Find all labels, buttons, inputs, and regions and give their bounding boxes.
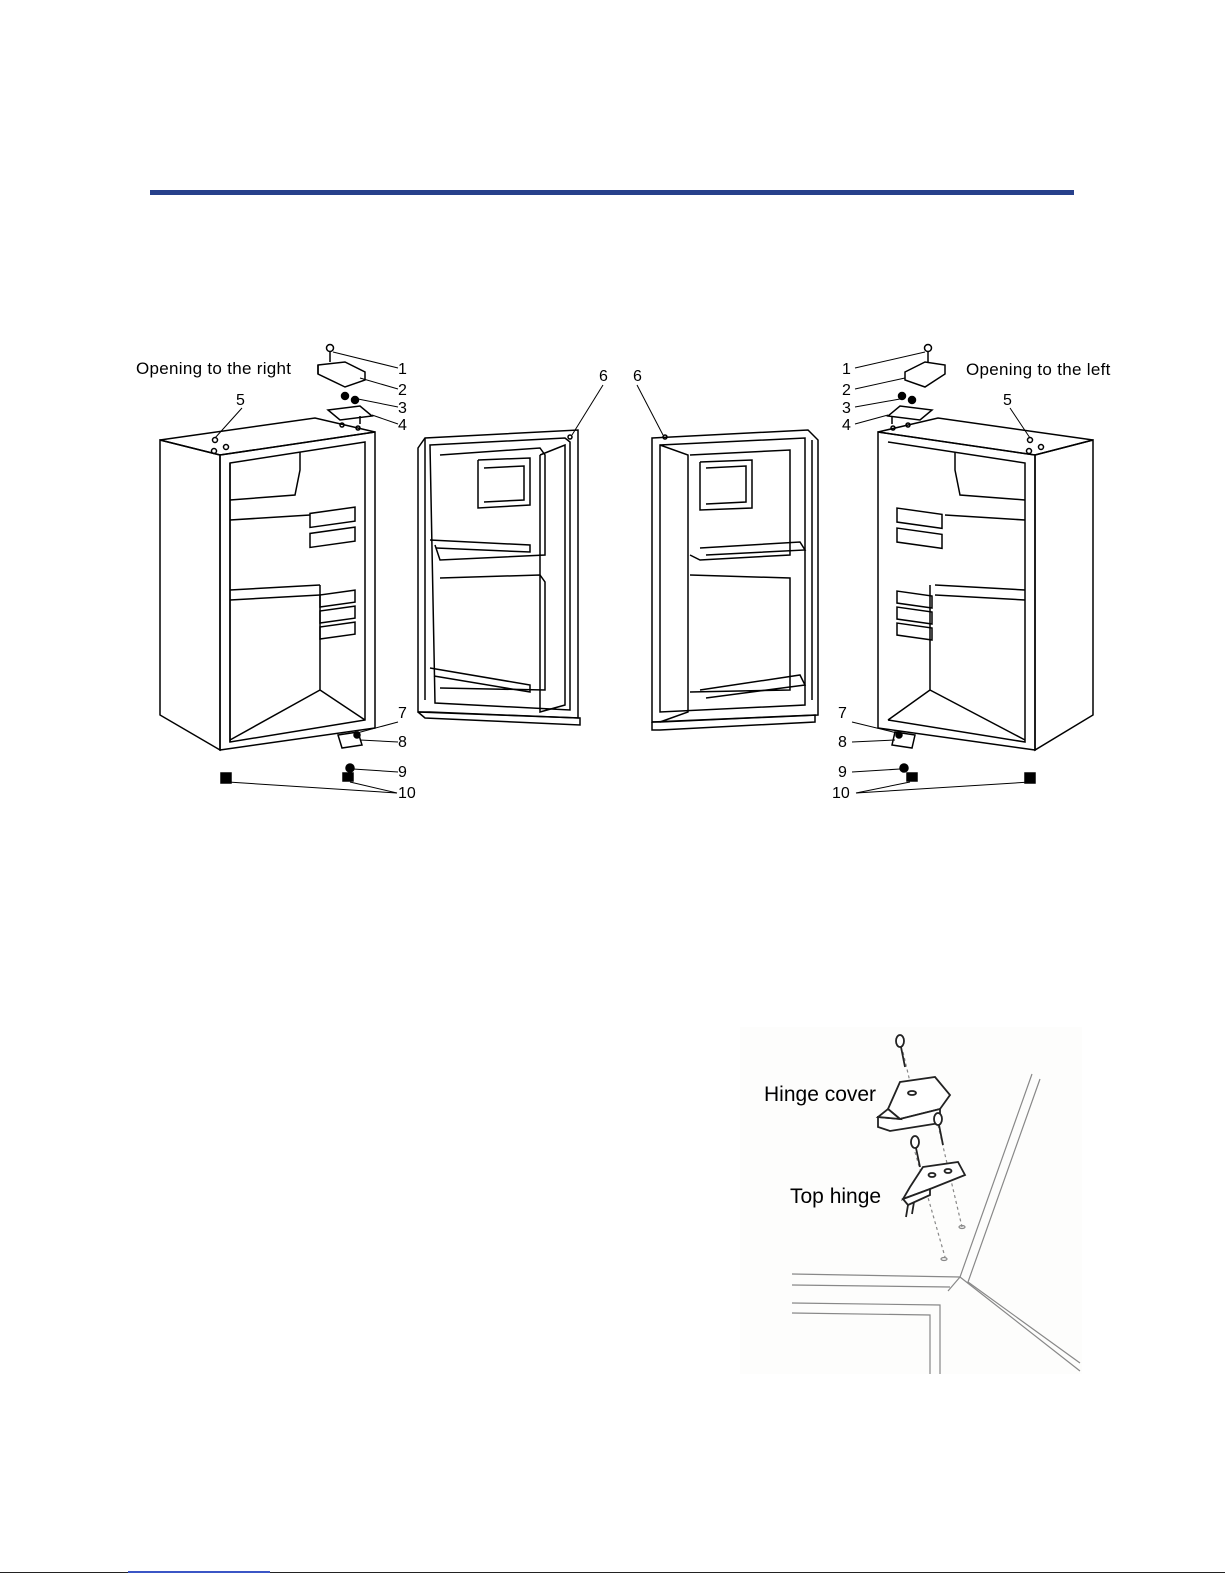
left-top-hinge-parts [318,345,372,425]
label-right-2: 2 [842,382,851,399]
label-left-5: 5 [236,392,245,409]
hinge-detail-inset: Hinge cover Top hinge [740,1027,1082,1374]
footer-link-underline[interactable] [128,1571,270,1573]
label-right-1: 1 [842,361,851,378]
label-left-6: 6 [599,368,608,385]
label-right-3: 3 [842,400,851,417]
label-right-10: 10 [832,785,850,802]
cabinet-right-opening [160,418,375,750]
label-left-3: 3 [398,400,407,417]
label-right-7: 7 [838,705,847,722]
label-left-7: 7 [398,705,407,722]
label-right-6: 6 [633,368,642,385]
door-right-opening [418,430,580,725]
inset-label-hinge-cover: Hinge cover [764,1083,876,1106]
label-right-5: 5 [1003,392,1012,409]
cabinet-left-opening [878,418,1093,750]
caption-opening-right: Opening to the right [136,359,291,378]
caption-opening-left: Opening to the left [966,360,1111,379]
label-left-2: 2 [398,382,407,399]
right-top-hinge-parts [888,345,945,425]
label-right-4: 4 [842,417,851,434]
label-left-10: 10 [398,785,416,802]
door-left-opening [652,430,818,730]
label-left-8: 8 [398,734,407,751]
inset-label-top-hinge: Top hinge [790,1185,881,1208]
label-left-9: 9 [398,764,407,781]
label-right-9: 9 [838,764,847,781]
label-left-1: 1 [398,361,407,378]
label-left-4: 4 [398,417,407,434]
door-reversal-diagram: Opening to the right Opening to the left… [0,0,1225,820]
label-right-8: 8 [838,734,847,751]
